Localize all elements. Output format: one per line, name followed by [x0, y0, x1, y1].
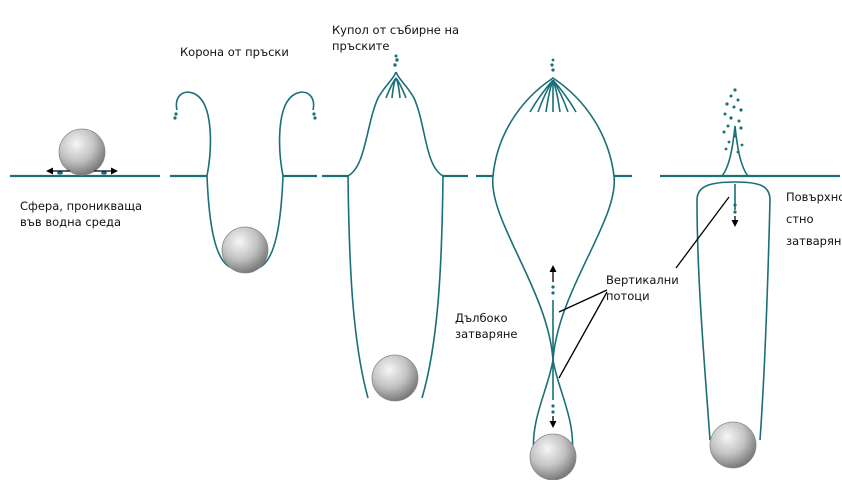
sphere	[530, 434, 576, 480]
dome-right	[396, 72, 443, 176]
sphere	[372, 355, 418, 401]
label-line: Повърхно	[786, 186, 842, 208]
stage-3-dome	[322, 55, 468, 402]
label-line: Вертикални	[606, 272, 679, 288]
arrowhead	[550, 421, 557, 428]
label-line: затваряне	[455, 326, 518, 342]
label-line: Купол от събирне на	[332, 22, 459, 38]
stage-4-deep-closure	[476, 59, 632, 480]
label-line: Корона от пръски	[180, 44, 289, 60]
arrowhead	[732, 220, 739, 227]
label-surface-closure: Повърхно стно затваряне	[786, 186, 842, 252]
label-line: пръските	[332, 38, 459, 54]
label-splash-dome: Купол от събирне на пръските	[332, 22, 459, 54]
stage-1-entry	[10, 129, 160, 176]
label-line: стно	[786, 208, 842, 230]
leader-line	[676, 197, 729, 268]
arrowhead	[46, 168, 53, 175]
dome-left	[348, 72, 396, 176]
label-vertical-jets: Вертикални потоци	[606, 272, 679, 304]
splash-droplet	[101, 171, 107, 174]
label-sphere-entering: Сфера, проникваща във водна среда	[20, 198, 142, 230]
stage-2-corona	[170, 92, 317, 273]
stage-5-surface-closure	[660, 88, 840, 468]
corona-sheet-left	[176, 92, 210, 176]
label-splash-corona: Корона от пръски	[180, 44, 289, 60]
sphere	[222, 227, 268, 273]
splash-droplet	[57, 171, 63, 174]
dome-ligaments	[530, 80, 576, 112]
label-line: във водна среда	[20, 214, 142, 230]
arrowhead	[550, 265, 557, 272]
leader-line	[559, 290, 607, 312]
label-deep-closure: Дълбоко затваряне	[455, 310, 518, 342]
label-line: Сфера, проникваща	[20, 198, 142, 214]
dome-ligaments	[386, 78, 406, 98]
sphere	[59, 129, 105, 175]
sphere	[710, 422, 756, 468]
corona-sheet-right	[280, 92, 314, 176]
arrowhead	[111, 168, 118, 175]
label-line: Дълбоко	[455, 310, 518, 326]
label-line: затваряне	[786, 230, 842, 252]
label-line: потоци	[606, 288, 679, 304]
surface-jet	[722, 126, 748, 176]
